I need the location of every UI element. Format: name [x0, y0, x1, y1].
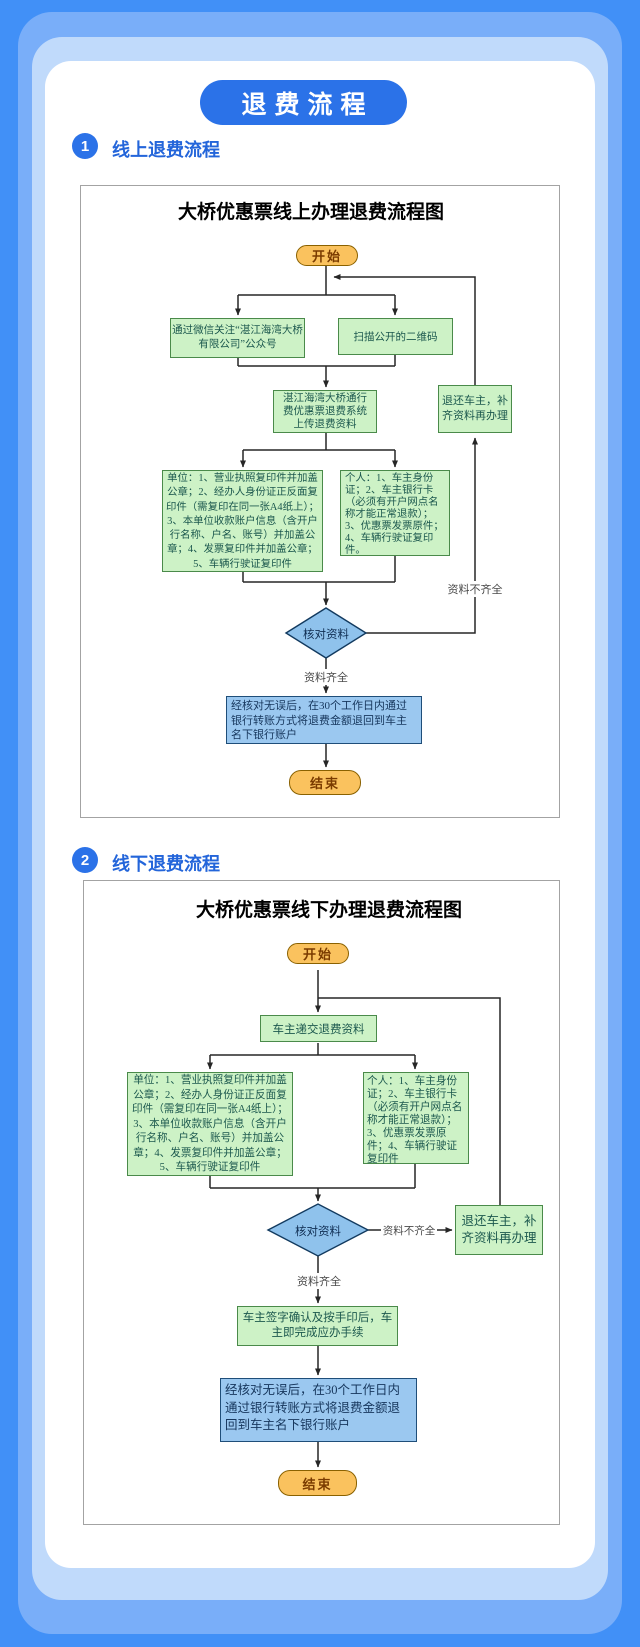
incomplete-branch-label: 资料不齐全	[446, 581, 504, 597]
end-terminator: 结束	[278, 1470, 357, 1496]
page-title: 退费流程	[200, 80, 407, 125]
submit-materials-box: 车主递交退费资料	[260, 1015, 377, 1042]
wechat-follow-box: 通过微信关注“湛江海湾大桥有限公司”公众号	[170, 318, 305, 358]
sign-confirm-box: 车主签字确认及按手印后，车主即完成应办手续	[237, 1306, 398, 1346]
flowchart-offline-title: 大桥优惠票线下办理退费流程图	[196, 900, 463, 921]
start-terminator: 开始	[287, 943, 349, 964]
complete-branch-label: 资料齐全	[301, 669, 351, 685]
return-to-owner-box: 退还车主，补齐资料再办理	[455, 1205, 543, 1255]
company-requirements-box: 单位：1、营业执照复印件并加盖公章；2、经办人身份证正反面复印件（需复印在同一张…	[127, 1072, 293, 1176]
start-terminator: 开始	[296, 245, 358, 266]
flowchart-online-title: 大桥优惠票线上办理退费流程图	[178, 202, 445, 223]
personal-requirements-box: 个人：1、车主身份证；2、车主银行卡（必须有开户网点名称才能正常退款）；3、优惠…	[340, 470, 450, 556]
end-terminator: 结束	[289, 770, 361, 795]
review-decision-label: 核对资料	[295, 1226, 341, 1238]
section-1-heading: 线上退费流程	[112, 140, 220, 160]
review-decision-label: 核对资料	[303, 629, 349, 641]
upload-system-box: 湛江海湾大桥通行费优惠票退费系统上传退费资料	[273, 390, 377, 433]
return-to-owner-box: 退还车主，补齐资料再办理	[438, 385, 512, 433]
company-requirements-box: 单位：1、营业执照复印件并加盖公章；2、经办人身份证正反面复印件（需复印在同一张…	[162, 470, 323, 572]
complete-branch-label: 资料齐全	[294, 1273, 344, 1289]
section-1-badge: 1	[72, 133, 98, 159]
incomplete-branch-label: 资料不齐全	[381, 1223, 437, 1238]
section-2-heading: 线下退费流程	[112, 854, 220, 874]
section-2-badge: 2	[72, 847, 98, 873]
bank-transfer-box: 经核对无误后，在30个工作日内通过银行转账方式将退费金额退回到车主名下银行账户	[226, 696, 422, 744]
personal-requirements-box: 个人：1、车主身份证；2、车主银行卡（必须有开户网点名称才能正常退款）；3、优惠…	[363, 1072, 469, 1165]
bank-transfer-box: 经核对无误后，在30个工作日内通过银行转账方式将退费金额退回到车主名下银行账户	[220, 1378, 417, 1442]
scan-qr-box: 扫描公开的二维码	[338, 318, 453, 355]
